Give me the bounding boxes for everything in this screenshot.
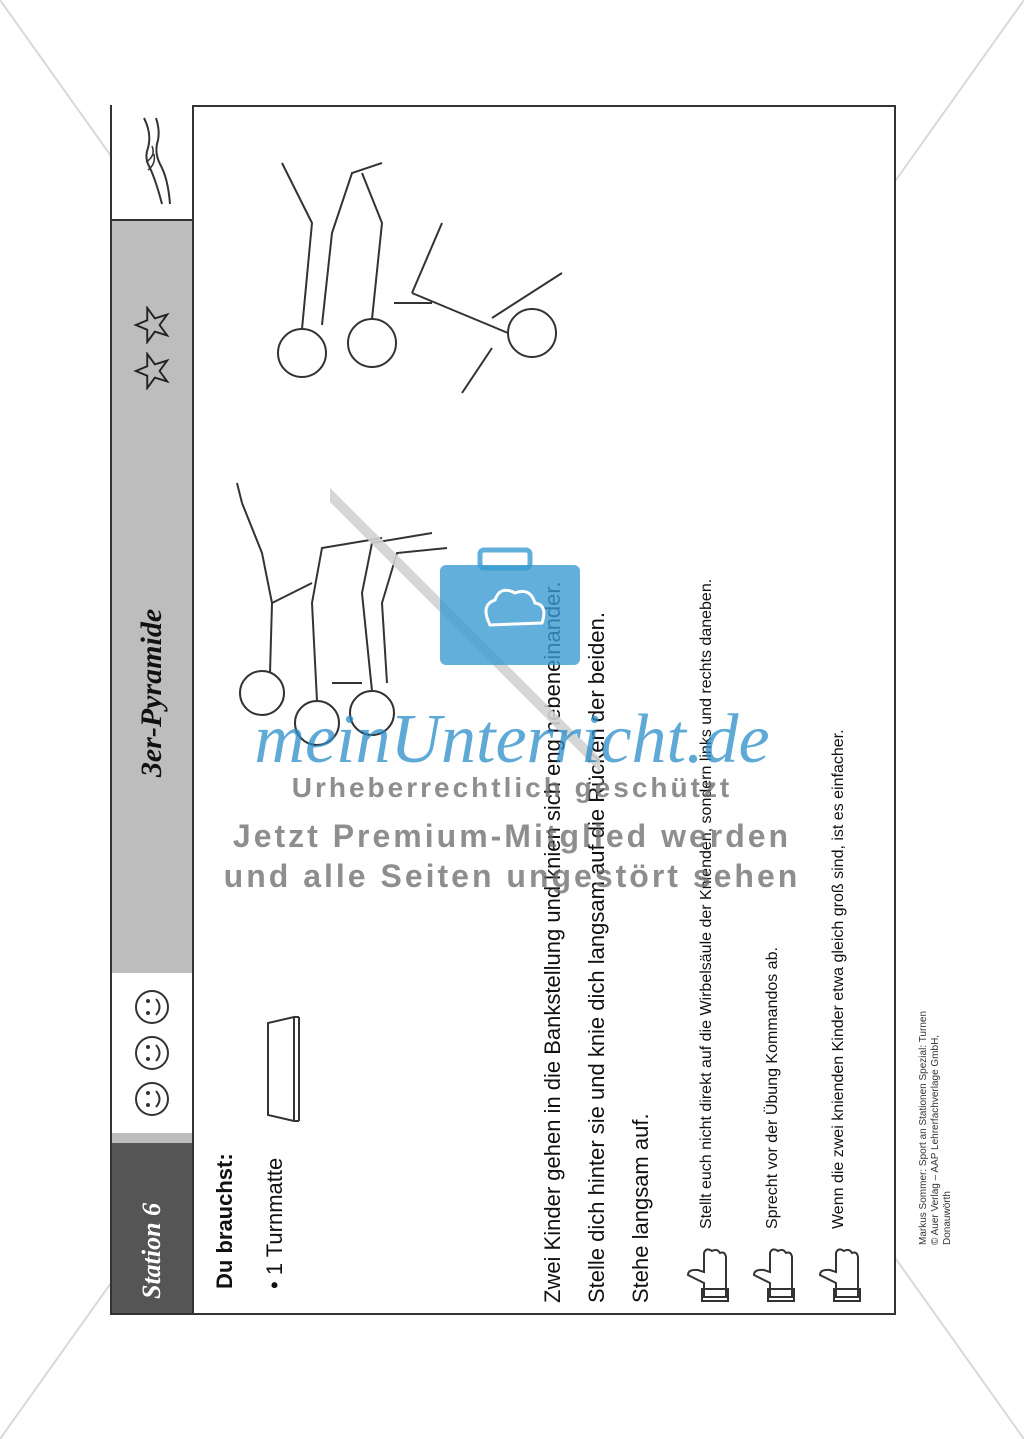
materials-item: • 1 Turnmatte — [262, 1157, 287, 1289]
partner-hands-box — [112, 103, 192, 221]
materials-item-text: 1 Turnmatte — [262, 1157, 287, 1276]
tip-1: Stellt euch nicht direkt auf die Wirbels… — [682, 579, 732, 1303]
difficulty-smileys — [112, 973, 192, 1133]
worksheet-card: Station 6 3er-Pyramide Du brauchst: • 1 … — [110, 103, 896, 1315]
smiley-icon — [135, 1036, 169, 1070]
instruction-3: Stehe langsam auf. — [628, 1113, 653, 1303]
star-icon — [133, 306, 170, 344]
tip-2-text: Sprecht vor der Übung Kommandos ab. — [764, 947, 781, 1229]
smiley-icon — [135, 990, 169, 1024]
watermark-brand: meinUnterricht.de — [254, 701, 770, 778]
tip-2: Sprecht vor der Übung Kommandos ab. — [748, 947, 798, 1303]
mat-icon — [267, 1015, 300, 1123]
difficulty-stars — [112, 293, 192, 403]
smiley-icon — [135, 1082, 169, 1116]
pyramid-standing-illustration — [277, 162, 563, 394]
thumbs-up-icon — [818, 1248, 861, 1302]
watermark-line-2: Jetzt Premium-Mitglied werden — [232, 818, 792, 854]
thumbs-up-icon — [686, 1248, 729, 1302]
tip-1-text: Stellt euch nicht direkt auf die Wirbels… — [698, 578, 715, 1229]
tip-3: Wenn die zwei knienden Kinder etwa gleic… — [814, 729, 864, 1303]
watermark-line-3: und alle Seiten ungestört sehen — [223, 858, 801, 894]
header-bar: Station 6 3er-Pyramide — [112, 103, 194, 1313]
pyramid-kneeling-illustration — [236, 482, 448, 746]
star-icon — [133, 352, 170, 390]
materials-label: Du brauchst: — [212, 1153, 237, 1289]
watermark-line-1: Urheberrechtlich geschützt — [291, 772, 733, 803]
camera-bag-icon — [330, 487, 600, 773]
footer-credits: Markus Sommer: Sport an Stationen Spezia… — [918, 985, 954, 1245]
thumbs-up-icon — [752, 1248, 795, 1302]
station-label: Station 6 — [112, 1143, 192, 1313]
footer-line-2: © Auer Verlag – AAP Lehrerfachverlage Gm… — [930, 1034, 953, 1245]
footer-line-1: Markus Sommer: Sport an Stationen Spezia… — [918, 1010, 929, 1245]
hands-icon — [143, 117, 171, 205]
tip-3-text: Wenn die zwei knienden Kinder etwa gleic… — [830, 729, 847, 1229]
